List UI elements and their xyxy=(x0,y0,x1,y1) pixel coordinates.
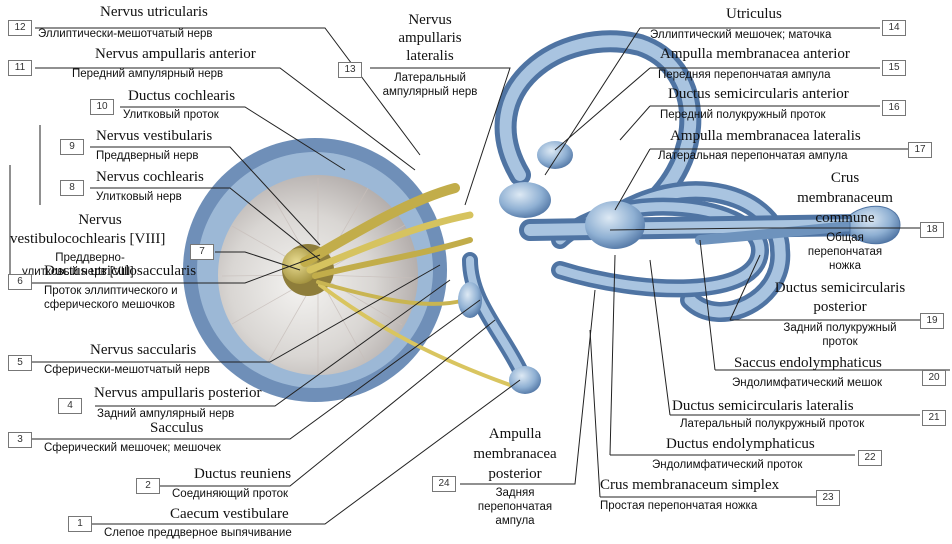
label-russian: Эндолимфатический мешок xyxy=(732,377,882,390)
label-latin: Sacculus xyxy=(150,420,203,437)
label-number: 24 xyxy=(432,476,456,492)
label-russian: Передний полукружный проток xyxy=(660,109,826,122)
label-russian: Преддверный нерв xyxy=(96,150,198,163)
label-russian: ампулярный нерв xyxy=(365,86,495,99)
label-latin: ampullaris xyxy=(380,30,480,47)
label-number: 11 xyxy=(8,60,32,76)
label-latin: Ductus semicircularis anterior xyxy=(668,86,849,103)
label-russian: Латеральный полукружный проток xyxy=(680,418,864,431)
label-number: 8 xyxy=(60,180,84,196)
label-russian: сферического мешочков xyxy=(44,299,175,312)
label-russian: Улитковый проток xyxy=(123,109,219,122)
label-latin: Ductus reuniens xyxy=(194,466,291,483)
label-russian: Сферический мешочек; мешочек xyxy=(44,442,221,455)
label-latin: commune xyxy=(790,210,900,227)
label-latin: Ductus semicircularis lateralis xyxy=(672,398,854,415)
label-latin: Nervus ampullaris anterior xyxy=(95,46,256,63)
label-russian: Соединяющий проток xyxy=(172,488,288,501)
label-number: 10 xyxy=(90,99,114,115)
label-russian: перепончатая xyxy=(790,246,900,259)
label-latin: Ductus semicircularis xyxy=(755,280,925,297)
label-latin: Ampulla membranacea anterior xyxy=(660,46,850,63)
label-number: 9 xyxy=(60,139,84,155)
label-latin: membranaceum xyxy=(790,190,900,207)
label-latin: posterior xyxy=(455,466,575,483)
label-number: 23 xyxy=(816,490,840,506)
label-russian: Общая xyxy=(790,232,900,245)
label-latin: Caecum vestibulare xyxy=(170,506,289,523)
label-number: 16 xyxy=(882,100,906,116)
label-latin: Saccus endolymphaticus xyxy=(734,355,882,372)
label-number: 17 xyxy=(908,142,932,158)
label-russian: проток xyxy=(755,336,925,349)
label-number: 6 xyxy=(8,274,32,290)
label-latin: Nervus vestibularis xyxy=(96,128,212,145)
label-russian: перепончатая xyxy=(455,501,575,514)
label-latin: Nervus ampullaris posterior xyxy=(94,385,261,402)
label-russian: Слепое преддверное выпячивание xyxy=(104,527,292,540)
label-latin: Nervus utricularis xyxy=(100,4,208,21)
label-russian: Задняя xyxy=(455,487,575,500)
label-latin: Ductus utriculosaccularis xyxy=(44,263,196,280)
label-russian: Улитковый нерв xyxy=(96,191,182,204)
label-number: 5 xyxy=(8,355,32,371)
label-latin: membranacea xyxy=(455,446,575,463)
label-latin: Nervus cochlearis xyxy=(96,169,204,186)
label-latin: Ductus cochlearis xyxy=(128,88,235,105)
label-latin: Nervus saccularis xyxy=(90,342,196,359)
label-russian: ножка xyxy=(790,260,900,273)
label-russian: ампула xyxy=(455,515,575,528)
label-number: 4 xyxy=(58,398,82,414)
label-latin: Ductus endolymphaticus xyxy=(666,436,815,453)
label-russian: Латеральный xyxy=(365,72,495,85)
label-latin: posterior xyxy=(755,299,925,316)
label-russian: Эллиптически-мешотчатый нерв xyxy=(38,28,213,41)
label-number: 15 xyxy=(882,60,906,76)
label-latin: Crus xyxy=(790,170,900,187)
label-russian: Латеральная перепончатая ампула xyxy=(658,150,848,163)
label-latin: vestibulocochlearis [VIII] xyxy=(10,231,165,248)
label-russian: Эндолимфатический проток xyxy=(652,459,802,472)
label-latin: Crus membranaceum simplex xyxy=(600,477,779,494)
label-number: 21 xyxy=(922,410,946,426)
label-russian: Проток эллиптического и xyxy=(44,285,178,298)
label-russian: Простая перепончатая ножка xyxy=(600,500,757,513)
label-number: 18 xyxy=(920,222,944,238)
label-latin: Nervus xyxy=(10,212,190,229)
label-russian: Передний ампулярный нерв xyxy=(72,68,223,81)
label-russian: Сферически-мешотчатый нерв xyxy=(44,364,210,377)
label-number: 22 xyxy=(858,450,882,466)
label-number: 7 xyxy=(190,244,214,260)
label-number: 3 xyxy=(8,432,32,448)
label-number: 20 xyxy=(922,370,946,386)
label-latin: Nervus xyxy=(380,12,480,29)
label-number: 14 xyxy=(882,20,906,36)
label-russian: Задний полукружный xyxy=(755,322,925,335)
label-latin: Ampulla xyxy=(455,426,575,443)
label-number: 2 xyxy=(136,478,160,494)
label-russian: Эллиптический мешочек; маточка xyxy=(650,29,831,42)
label-latin: lateralis xyxy=(380,48,480,65)
label-russian: Передняя перепончатая ампула xyxy=(658,69,831,82)
label-number: 1 xyxy=(68,516,92,532)
label-number: 12 xyxy=(8,20,32,36)
label-latin: Ampulla membranacea lateralis xyxy=(670,128,861,145)
label-latin: Utriculus xyxy=(726,6,782,23)
label-number: 13 xyxy=(338,62,362,78)
